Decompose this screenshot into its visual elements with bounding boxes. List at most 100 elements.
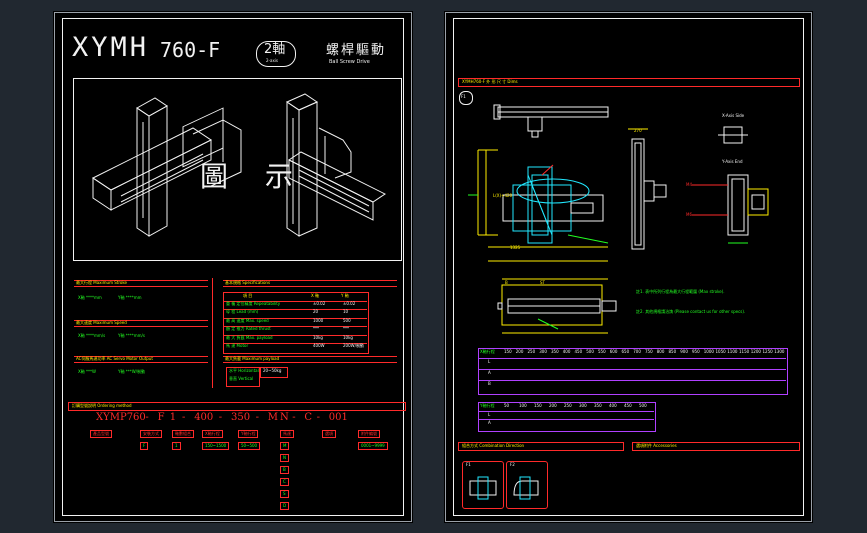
order-subvalue: M: [280, 442, 290, 450]
accessories-bar: [632, 442, 800, 451]
ordering-heading: 訂購型號說明 Ordering method: [72, 403, 132, 408]
stroke-table-y: [478, 402, 656, 432]
figure-label: 圖 示: [200, 160, 307, 193]
stroke-x-col: 550: [598, 349, 606, 354]
dims-bar: [458, 78, 800, 87]
spec-heading: 基本規格 Specifications: [225, 280, 271, 285]
stroke-x-row-label: L: [488, 359, 491, 364]
drive-subtitle: Ball Screw Drive: [329, 59, 370, 65]
stroke-table-x: [478, 348, 788, 395]
order-subvalue: F: [140, 442, 149, 450]
combination-bar: [458, 442, 624, 451]
speed-item-x: X軸 ****mm/s: [78, 333, 106, 338]
stroke-x-row-line: [478, 369, 786, 370]
end-views: [692, 126, 769, 244]
max-speed-heading: 最大速度 Maximum Speed: [76, 320, 127, 325]
stroke-x-col: 200: [515, 349, 524, 354]
dim-label-side: 270: [634, 128, 642, 133]
stroke-x-col: 600: [609, 349, 618, 354]
stroke-item-y: Y軸 ****mm: [118, 295, 142, 300]
stroke-x-col: 850: [668, 349, 677, 354]
right-sheet-border: [453, 18, 804, 516]
combination-heading: 組合方式 Combination Direction: [462, 443, 525, 448]
stroke-x-row-label: A: [488, 370, 491, 375]
drive-title: 螺桿驅動: [326, 43, 387, 58]
spec-row-y: ***: [343, 326, 349, 331]
stroke-x-col: 400: [562, 349, 571, 354]
combo-f2-label: F2: [510, 462, 515, 467]
order-box: 選項: [322, 430, 336, 438]
stroke-x-col: 1200: [750, 349, 761, 354]
speed-item-y: Y軸 ****mm/s: [118, 333, 145, 338]
order-code-part: 400: [194, 412, 214, 423]
stroke-x-col: 450: [574, 349, 583, 354]
stroke-x-col: 1050: [715, 349, 726, 354]
order-box: 馬達: [280, 430, 294, 438]
spec-row-label: 最 高 速度 Max. speed: [226, 317, 269, 323]
stroke-x-col: 1300: [774, 349, 785, 354]
right-module-drawing: [285, 93, 386, 237]
spec-row-line: [223, 300, 367, 302]
order-box: X軸行程: [202, 430, 223, 438]
spec-row-x: ***: [313, 326, 319, 331]
order-subvalue: C: [280, 478, 289, 486]
note-1: 註1. 表中所列行程為最大行程範圍 (Max stroke).: [636, 289, 725, 294]
left-drawing-sheet: [54, 12, 412, 522]
stroke-x-row-label: B: [488, 381, 491, 386]
order-code-part: XYMP760: [96, 412, 146, 423]
stroke-y-col: 250: [564, 403, 572, 408]
spec-row-x: 20: [313, 309, 319, 314]
spec-row-x: 400W: [313, 343, 325, 348]
axis-badge-sub: 2-axis: [266, 58, 279, 63]
order-code-part: 1: [169, 412, 177, 423]
model-suffix: 760-F: [160, 38, 221, 62]
stroke-y-col: 300: [579, 403, 587, 408]
right-drawing-sheet: [445, 12, 812, 522]
order-code-part: 001: [328, 412, 348, 423]
payload-horizontal: 水平 Horizontal: [229, 368, 259, 373]
spec-row-y: 200W/制動: [343, 343, 364, 348]
dim-label-m4: M4: [686, 182, 692, 187]
axis-badge-text: 2軸: [264, 42, 286, 57]
order-code-part: 350: [231, 412, 251, 423]
spec-table: [223, 292, 369, 354]
stroke-x-col: 800: [656, 349, 665, 354]
stroke-y-col: 450: [624, 403, 632, 408]
top-view: [493, 104, 609, 138]
spec-row-x: 1000: [313, 317, 324, 323]
note-2: 註2. 其他規格請洽詢 (Please contact us for other…: [636, 309, 746, 314]
spec-row-line: [223, 343, 367, 344]
spec-row-line: [223, 309, 367, 310]
spec-row-y: 10: [343, 309, 349, 314]
combo-f2: [506, 461, 548, 509]
order-subvalue: 1: [172, 442, 181, 450]
stroke-x-col: 300: [539, 349, 547, 354]
order-code-part: M: [267, 412, 279, 423]
order-code-part: -: [316, 412, 320, 423]
servo-item-y: Y軸 ***W/制動: [118, 369, 146, 374]
left-module-drawing: [92, 97, 242, 237]
dims-heading: XYMH760-F 外 形 尺 寸 Dims: [462, 79, 518, 84]
dim-label-st: ST: [540, 280, 545, 285]
spec-row-line: [223, 334, 367, 336]
stroke-x-col: 900: [680, 349, 688, 354]
spec-row-y: 10kg: [343, 334, 353, 340]
stroke-y-row-line: [478, 419, 654, 420]
stroke-x-col: 150: [504, 349, 512, 354]
stroke-x-col: 1250: [762, 349, 773, 354]
stroke-y-col: 400: [609, 403, 617, 408]
dim-label-l: L(X)+420: [493, 193, 513, 198]
spec-header: Y 軸: [341, 293, 349, 298]
combo-f1-label: F1: [466, 462, 471, 467]
isometric-figure: [92, 93, 386, 237]
order-subvalue: B: [280, 466, 289, 474]
stroke-x-col: 1000: [703, 349, 714, 354]
order-subvalue: 0001~9999: [358, 442, 388, 450]
spec-row-x: 10kg: [313, 334, 323, 340]
side-view-title: X-Axis Side: [722, 113, 745, 118]
order-box: 軸數組合: [172, 430, 194, 438]
spec-row-label: 導 程 Lead (mm): [226, 309, 259, 314]
servo-heading: AC伺服馬達功率 AC Servo Motor Output: [76, 356, 153, 361]
